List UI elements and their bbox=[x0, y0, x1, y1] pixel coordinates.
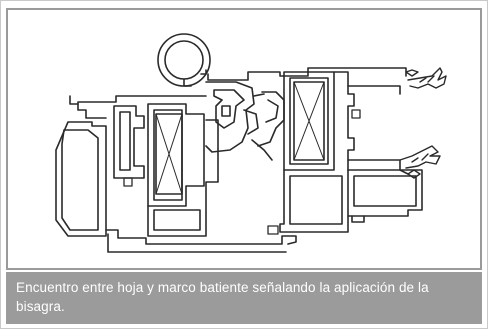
glazing-unit-left bbox=[155, 113, 183, 195]
glazing-unit-right bbox=[293, 81, 325, 161]
clip-details bbox=[123, 109, 361, 235]
gasket-icon-top bbox=[405, 67, 447, 89]
left-sash-profile bbox=[113, 103, 219, 237]
right-sash-profile bbox=[279, 71, 355, 233]
left-frame-profile bbox=[55, 95, 297, 253]
profile-section-drawing bbox=[55, 33, 447, 253]
hinge-mechanism bbox=[205, 81, 285, 161]
section-drawing-panel bbox=[6, 8, 482, 270]
figure-caption: Encuentro entre hoja y marco batiente se… bbox=[16, 280, 429, 314]
caption-band: Encuentro entre hoja y marco batiente se… bbox=[6, 272, 482, 324]
top-frame-line bbox=[207, 67, 407, 81]
hinge-seal-icon bbox=[157, 33, 211, 87]
gasket-icon-bottom bbox=[399, 145, 441, 179]
right-frame-profile bbox=[347, 85, 423, 223]
